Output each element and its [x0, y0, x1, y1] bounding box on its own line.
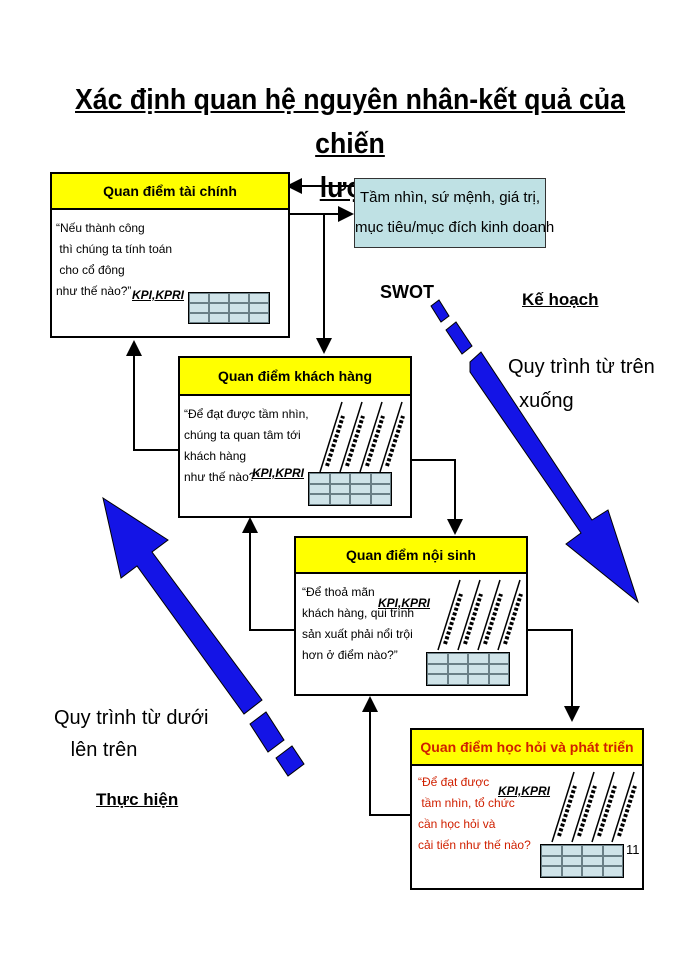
customer-measure-grid — [308, 472, 392, 506]
customer-to-financial-arrow — [126, 340, 178, 451]
page-title: Xác định quan hệ nguyên nhân-kết quả của… — [65, 78, 635, 210]
learning-measure-grid — [540, 844, 624, 878]
learning-header: Quan điểm học hỏi và phát triển — [412, 730, 642, 766]
internal-rotated-headers — [437, 579, 523, 651]
learning-rotated-headers — [551, 771, 637, 843]
top-down-label: Quy trình từ trên xuống — [508, 356, 655, 412]
internal-header: Quan điểm nội sinh — [296, 538, 526, 574]
customer-perspective-box: Quan điểm khách hàng “Để đạt được tầm nh… — [178, 356, 412, 518]
financial-question: “Nếu thành công thì chúng ta tính toán c… — [56, 221, 173, 298]
internal-kpi: KPI,KPRI — [378, 596, 431, 610]
financial-measure-grid — [188, 292, 270, 324]
customer-kpi: KPI,KPRI — [252, 466, 305, 480]
customer-rotated-headers — [319, 401, 405, 473]
bottom-up-label: Quy trình từ dưới lên trên — [54, 707, 209, 761]
page-number: 11 — [626, 842, 640, 857]
internal-perspective-box: Quan điểm nội sinh “Để thoả mãn khách hà… — [294, 536, 528, 696]
internal-measure-grid — [426, 652, 510, 686]
financial-kpi: KPI,KPRI — [132, 288, 185, 302]
internal-question: “Để thoả mãn khách hàng, qui trình sản x… — [302, 585, 415, 662]
internal-to-learning-arrow — [527, 629, 580, 722]
learning-kpi: KPI,KPRI — [498, 784, 551, 798]
customer-question: “Để đạt được tầm nhìn, chúng ta quan tâm… — [184, 407, 309, 484]
title-line-1: Xác định quan hệ nguyên nhân-kết quả của… — [75, 84, 625, 160]
bottom-up-arrow — [102, 496, 305, 777]
learning-perspective-box: Quan điểm học hỏi và phát triển “Để đạt … — [410, 728, 644, 890]
financial-header: Quan điểm tài chính — [52, 174, 288, 210]
customer-header: Quan điểm khách hàng — [180, 358, 410, 396]
plan-label: Kế hoạch — [522, 290, 599, 309]
internal-to-customer-arrow — [242, 517, 294, 631]
top-down-arrow — [430, 299, 639, 604]
financial-perspective-box: Quan điểm tài chính “Nếu thành công thì … — [50, 172, 327, 463]
learning-question: “Để đạt được tầm nhìn, tổ chức cần học h… — [418, 775, 531, 852]
vision-box: Tầm nhìn, sứ mệnh, giá trị, mục tiêu/mục… — [354, 178, 554, 248]
customer-to-internal-arrow — [411, 459, 463, 535]
execute-label: Thực hiện — [96, 790, 179, 809]
learning-to-internal-arrow — [362, 696, 410, 816]
swot-label: SWOT — [380, 282, 434, 302]
